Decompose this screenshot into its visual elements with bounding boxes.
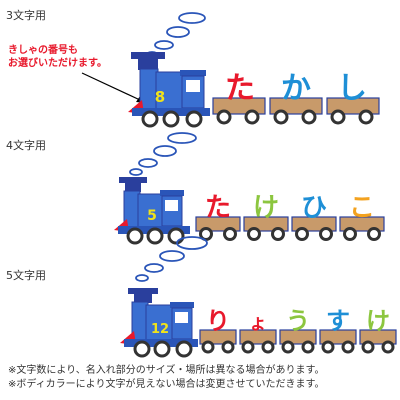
name-char: た [225,71,255,106]
name-char: こ [349,193,375,223]
train-number: 8 [155,88,165,106]
name-char: し [337,71,367,106]
number-annotation: きしゃの番号も お選びいただけます。 [8,44,107,70]
section-label-5: 5文字用 [6,269,46,282]
name-char: り [206,307,230,335]
annotation-line-1: きしゃの番号も [8,45,78,56]
train-number: 5 [147,208,157,224]
name-char: け [366,307,390,335]
smoke-icon [178,12,206,24]
name-char: ひ [301,193,327,223]
train-number: 12 [151,322,169,337]
section-label-4: 4文字用 [6,139,46,152]
name-char: す [326,307,350,335]
name-char: た [205,193,231,223]
section-label-3: 3文字用 [6,9,46,22]
name-char: か [281,71,311,106]
smoke-icon [167,132,197,144]
note-2: ※ボディカラーにより文字が見えない場合は変更させていただきます。 [8,379,325,390]
name-char: う [286,307,310,335]
note-1: ※文字数により、名入れ部分のサイズ・場所は異なる場合があります。 [8,365,325,376]
name-char: ょ [249,313,267,334]
name-char: け [253,193,279,223]
smoke-icon [176,236,208,250]
annotation-line-2: お選びいただけます。 [8,58,107,69]
